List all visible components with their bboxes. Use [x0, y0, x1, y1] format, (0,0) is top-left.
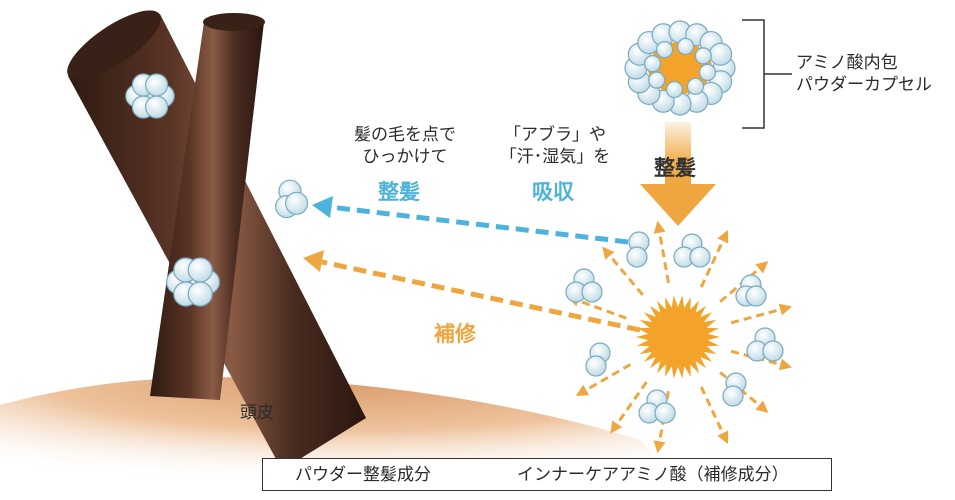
burst-arrow-head: [602, 246, 615, 260]
scalp-label: 頭皮: [240, 403, 274, 423]
legend-powder-label: パウダー整髪成分: [295, 465, 431, 485]
powder-sphere: [689, 246, 711, 268]
powder-sphere: [187, 257, 213, 283]
floating-powder-clusters: [565, 231, 784, 424]
powder-sphere: [145, 95, 169, 119]
powder-sphere: [665, 80, 684, 99]
absorb-label-2: 「汗･湿気」を: [499, 147, 611, 167]
hair-strand-2: [150, 13, 265, 400]
burst-arrow-head: [755, 261, 769, 274]
burst-arrow-head: [717, 430, 729, 444]
burst-arrow-head: [717, 230, 729, 244]
burst-arrow-head: [778, 358, 792, 371]
powder-sphere: [722, 385, 744, 407]
absorb-arrow: [312, 196, 629, 245]
burst-arrow-head: [755, 400, 769, 413]
powder-sphere: [285, 191, 309, 215]
burst-arrow-head: [575, 384, 590, 396]
burst-arrow-line: [614, 381, 648, 427]
burst-arrow-line: [730, 307, 783, 325]
powder-sphere: [585, 355, 607, 377]
burst-arrow-head: [653, 220, 666, 234]
capsule-label-2: パウダーカプセル: [796, 75, 932, 95]
powder-sphere: [581, 281, 603, 303]
burst-arrow-line: [699, 238, 726, 288]
burst-arrow-line: [583, 363, 632, 393]
burst-arrow-head: [653, 440, 666, 454]
amino-capsule: [624, 20, 736, 116]
powder-sphere: [698, 63, 717, 81]
powder-sphere: [187, 281, 213, 307]
powder-sphere: [694, 47, 712, 65]
hook-label-1: 髪の毛を点で: [354, 125, 456, 145]
powder-sphere: [643, 55, 662, 73]
powder-sphere: [762, 340, 784, 362]
down-arrow: [640, 122, 716, 226]
repair-effect-label: 補修: [434, 322, 476, 346]
repair-arrow: [303, 250, 641, 333]
powder-sphere: [648, 71, 666, 89]
burst-arrow-head: [610, 420, 623, 434]
amino-star: [636, 295, 720, 379]
powder-sphere: [626, 246, 648, 268]
powder-sphere: [145, 73, 169, 97]
hook-effect-label: 整髪: [378, 180, 420, 204]
legend-amino-label: インナーケアアミノ酸（補修成分）: [517, 465, 789, 485]
absorb-label-1: 「アブラ」や: [504, 125, 606, 145]
powder-sphere: [676, 37, 695, 56]
hook-label-2: ひっかけて: [362, 147, 448, 167]
powder-sphere: [686, 77, 705, 95]
powder-sphere: [654, 402, 676, 424]
top-effect-label: 整髪: [654, 156, 696, 180]
burst-arrow-line: [576, 298, 627, 320]
burst-arrow-head: [778, 303, 792, 316]
powder-sphere: [745, 285, 767, 307]
capsule-bracket: [742, 19, 792, 129]
legend-box: パウダー整髪成分 インナーケアアミノ酸（補修成分）: [262, 458, 832, 491]
burst-arrow-line: [607, 253, 644, 296]
capsule-label-1: アミノ酸内包: [796, 53, 898, 73]
burst-arrow-line: [699, 386, 726, 436]
hair-powder-clusters: [125, 73, 309, 307]
powder-sphere: [709, 42, 733, 66]
absorb-effect-label: 吸収: [532, 180, 574, 204]
powder-sphere: [655, 41, 674, 59]
burst-arrow-line: [657, 230, 670, 284]
